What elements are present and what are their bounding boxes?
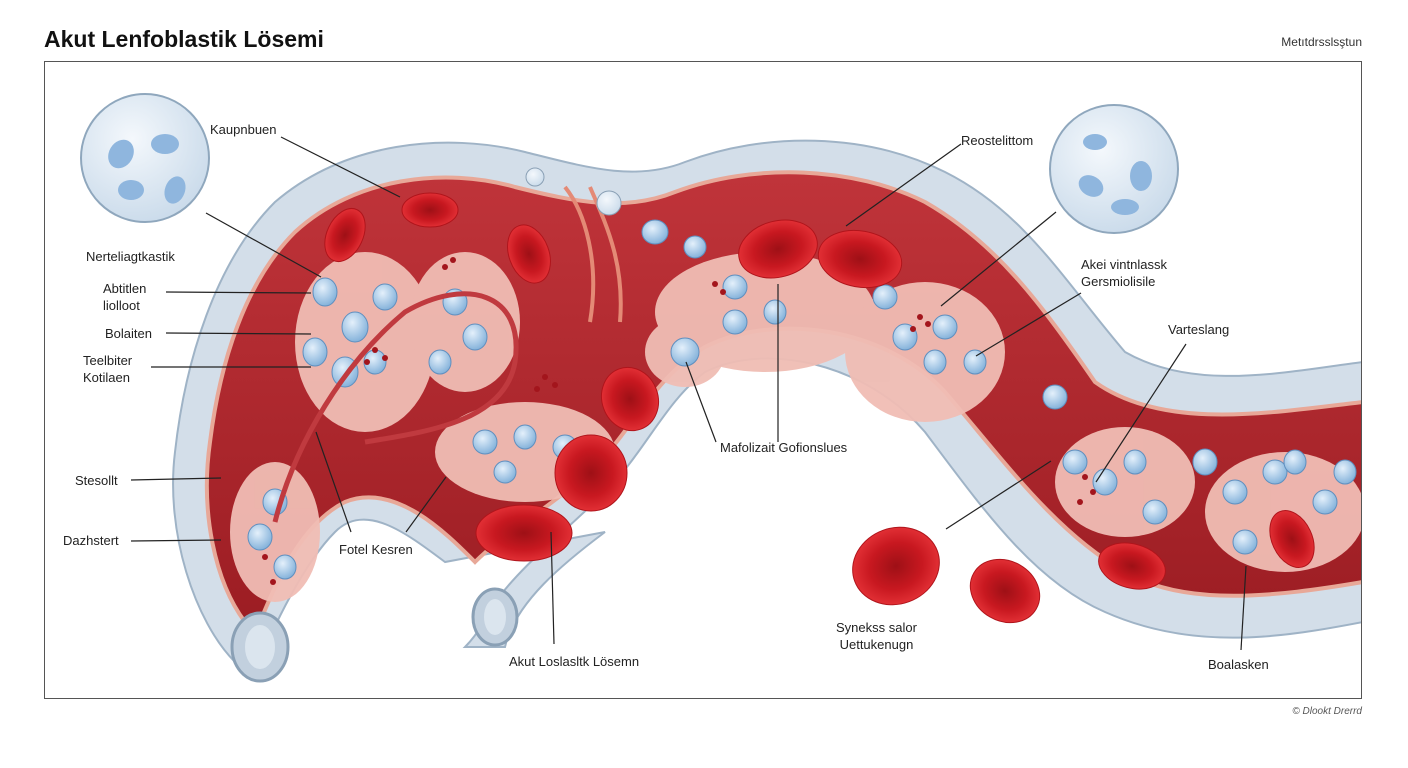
label-varteslang: Varteslang [1168,322,1230,337]
large-cell-left [80,93,210,223]
small-branch [563,185,623,323]
leader-lines [130,136,1247,651]
wall-cell-2 [596,190,622,216]
credit-text: © Dlookt Drerrd [1292,706,1362,717]
label-kaupnbuen: Kaupnbuen [210,122,277,137]
inner-vessel-branch [272,291,519,523]
label-akut-loslastik: Akut Loslasltk Lösemn [509,654,640,669]
top-right-note: Metıtdrsslsştun [1281,35,1362,49]
label-dazhstert: Dazhstert [63,533,119,548]
label-stesollt: Stesollt [75,473,118,488]
label-reostelittom: Reostelittom [961,133,1034,148]
label-teelbiter-line1: Teelbiter [83,353,133,368]
label-akei-line2: Gersmiolisile [1081,274,1156,289]
page-title: Akut Lenfoblastik Lösemi [44,26,324,52]
label-synekss-line2: Uettukenugn [839,637,914,652]
label-fotel-kesren: Fotel Kesren [339,542,413,557]
granules [262,257,1096,585]
vessel-opening-left-inner [245,625,275,669]
label-synekss-line1: Synekss salor [836,620,917,635]
label-teelbiter-line2: Kotilaen [83,370,130,385]
diagram-frame: Kaupnbuen Nerteliagtkastik Abtitlen liol… [44,61,1362,699]
label-mafolizait: Mafolizait Gofionslues [720,440,848,455]
large-cell-right [1049,104,1179,234]
wall-cell-1 [525,167,545,187]
blood-vessel-illustration [80,93,1361,683]
vessel-opening-center-inner [484,599,506,635]
label-abtitlen-line2: liolloot [103,298,140,313]
label-nerteliagtkastik: Nerteliagtkastik [86,249,175,264]
label-akei-line1: Akei vintnlassk [1081,257,1167,272]
label-teelbiter: Teelbiter Kotilaen [83,352,132,386]
red-blood-cells [324,192,1315,624]
label-abtitlen-line1: Abtitlen [103,281,147,296]
label-akei: Akei vintnlassk Gersmiolisile [1081,256,1167,290]
label-boalasken: Boalasken [1208,657,1269,672]
label-abtitlen: Abtitlen liolloot [103,280,146,314]
label-synekss: Synekss salor Uettukenugn [836,619,917,653]
label-bolaiten: Bolaiten [105,326,152,341]
